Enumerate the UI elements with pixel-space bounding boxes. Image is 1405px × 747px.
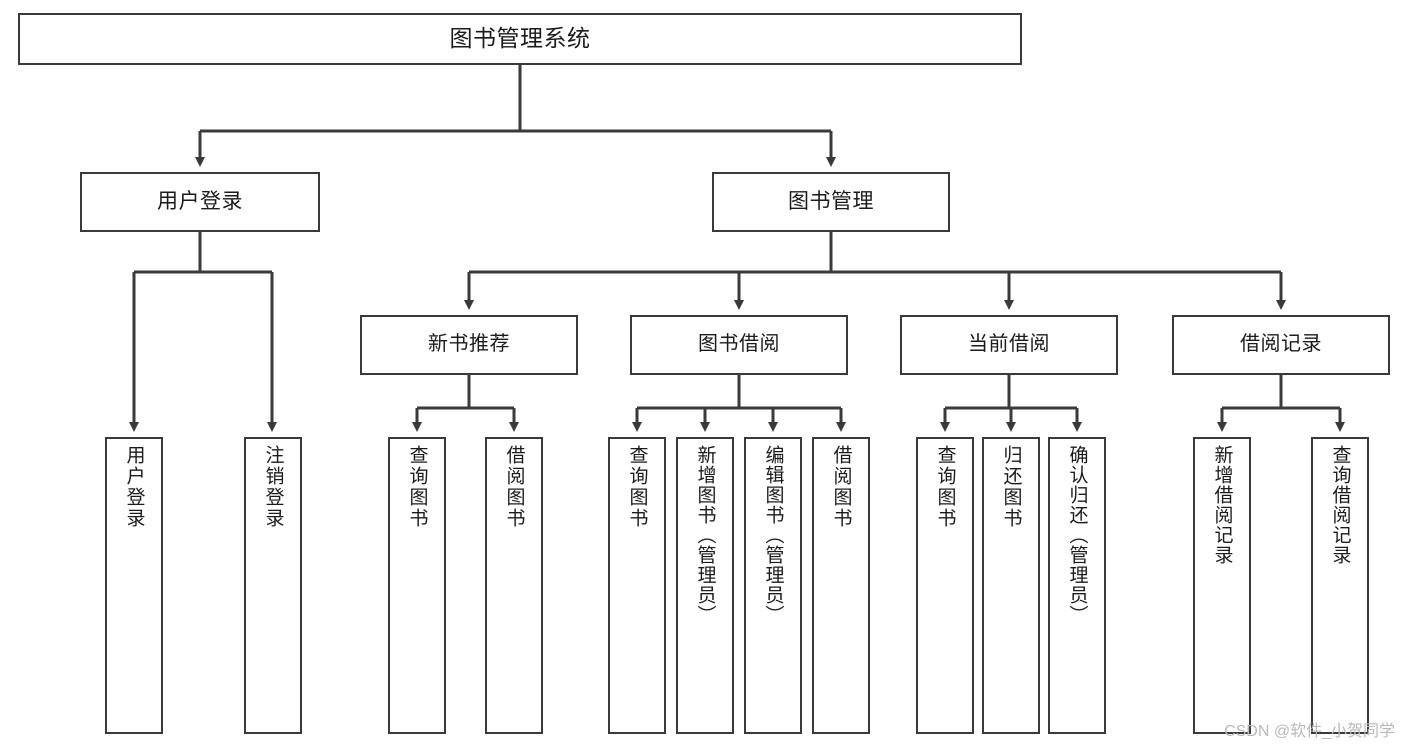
node-leaf-user-login-label: 用户登录 xyxy=(123,445,145,529)
node-leaf-query-record[interactable]: 查询借阅记录 xyxy=(1311,437,1369,734)
node-leaf-return-book-label: 归还图书 xyxy=(1000,445,1022,529)
node-leaf-query-book-3-label: 查询图书 xyxy=(934,445,956,529)
node-leaf-edit-book[interactable]: 编辑图书（管理员） xyxy=(744,437,802,734)
node-leaf-add-book-label: 新增图书（管理员） xyxy=(694,445,716,625)
node-root-label: 图书管理系统 xyxy=(449,25,591,52)
node-leaf-query-book-2[interactable]: 查询图书 xyxy=(608,437,666,734)
node-new-book-recommend-label: 新书推荐 xyxy=(428,333,510,356)
node-book-borrow-label: 图书借阅 xyxy=(698,333,780,356)
node-book-borrow[interactable]: 图书借阅 xyxy=(630,315,848,375)
node-new-book-recommend[interactable]: 新书推荐 xyxy=(360,315,578,375)
node-leaf-add-book[interactable]: 新增图书（管理员） xyxy=(676,437,734,734)
node-leaf-borrow-book-2-label: 借阅图书 xyxy=(830,445,852,529)
node-book-management[interactable]: 图书管理 xyxy=(712,172,950,232)
node-leaf-logout[interactable]: 注销登录 xyxy=(244,437,302,734)
node-leaf-query-book-2-label: 查询图书 xyxy=(626,445,648,529)
node-user-login-label: 用户登录 xyxy=(157,189,243,213)
node-current-borrow[interactable]: 当前借阅 xyxy=(900,315,1118,375)
node-leaf-add-record[interactable]: 新增借阅记录 xyxy=(1193,437,1251,734)
node-leaf-borrow-book-1-label: 借阅图书 xyxy=(503,445,525,529)
node-leaf-confirm-return[interactable]: 确认归还（管理员） xyxy=(1048,437,1106,734)
node-leaf-user-login[interactable]: 用户登录 xyxy=(105,437,163,734)
node-leaf-return-book[interactable]: 归还图书 xyxy=(982,437,1040,734)
node-leaf-add-record-label: 新增借阅记录 xyxy=(1211,445,1233,565)
node-leaf-borrow-book-1[interactable]: 借阅图书 xyxy=(485,437,543,734)
node-borrow-record-label: 借阅记录 xyxy=(1240,333,1322,356)
node-leaf-logout-label: 注销登录 xyxy=(262,445,284,529)
node-user-login[interactable]: 用户登录 xyxy=(80,172,320,232)
node-leaf-query-book-1-label: 查询图书 xyxy=(406,445,428,529)
node-leaf-query-record-label: 查询借阅记录 xyxy=(1329,445,1351,565)
node-current-borrow-label: 当前借阅 xyxy=(968,333,1050,356)
node-root[interactable]: 图书管理系统 xyxy=(18,13,1022,65)
node-borrow-record[interactable]: 借阅记录 xyxy=(1172,315,1390,375)
node-leaf-query-book-3[interactable]: 查询图书 xyxy=(916,437,974,734)
node-leaf-borrow-book-2[interactable]: 借阅图书 xyxy=(812,437,870,734)
node-leaf-edit-book-label: 编辑图书（管理员） xyxy=(762,445,784,625)
node-book-management-label: 图书管理 xyxy=(788,189,874,213)
node-leaf-confirm-return-label: 确认归还（管理员） xyxy=(1066,445,1088,625)
node-leaf-query-book-1[interactable]: 查询图书 xyxy=(388,437,446,734)
